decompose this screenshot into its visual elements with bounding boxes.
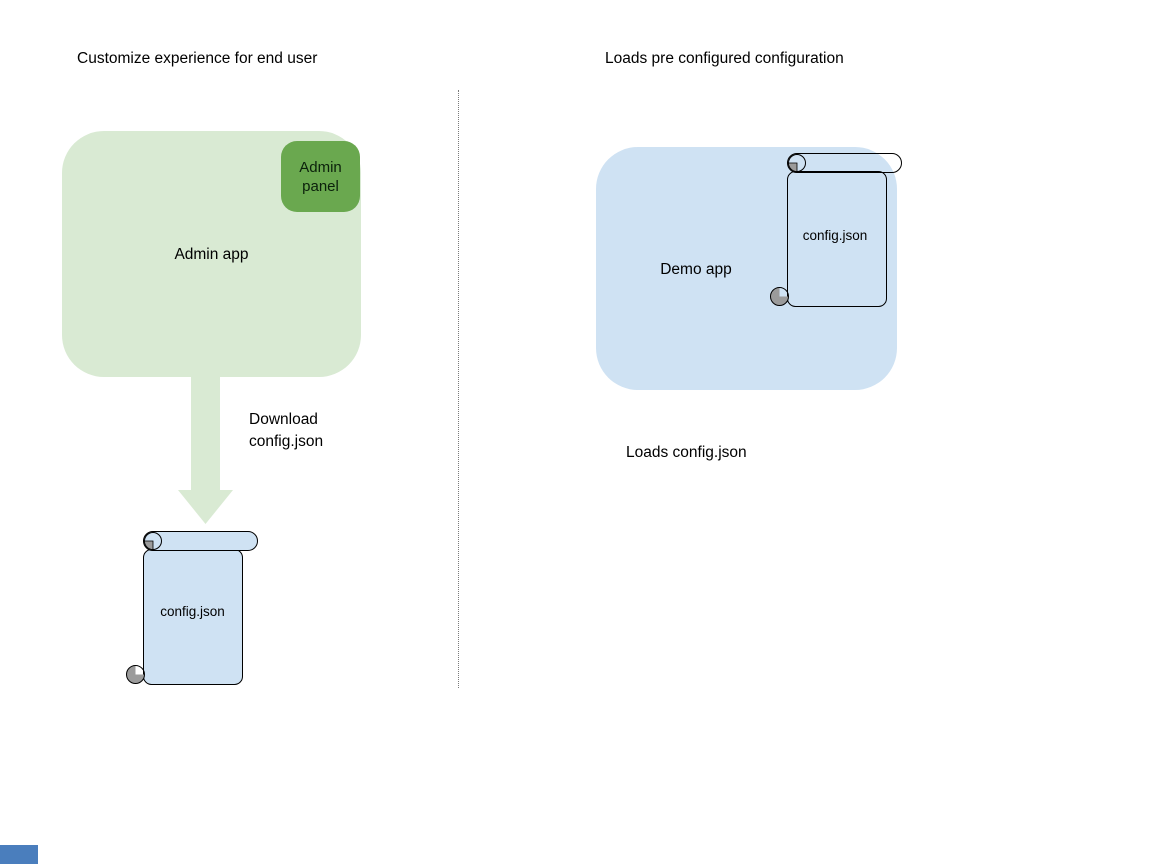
config-file-label: config.json [802,228,868,243]
admin-panel-box: Admin panel [281,141,360,212]
download-config-label: Download config.json [249,411,324,450]
config-file-scroll-icon [126,531,258,685]
admin-app-label: Admin app [174,246,249,263]
section-divider [458,90,459,688]
left-section-title: Customize experience for end user [77,50,318,67]
demo-app-box [596,147,897,390]
admin-panel-label: Admin panel [299,158,342,195]
right-section-title: Loads pre configured configuration [605,50,844,67]
config-file-scroll-icon [770,153,902,307]
demo-app-label: Demo app [660,261,732,278]
loads-config-label: Loads config.json [626,444,747,461]
config-file-label: config.json [160,604,225,619]
download-arrow-icon [178,377,233,524]
corner-marker [0,845,38,864]
